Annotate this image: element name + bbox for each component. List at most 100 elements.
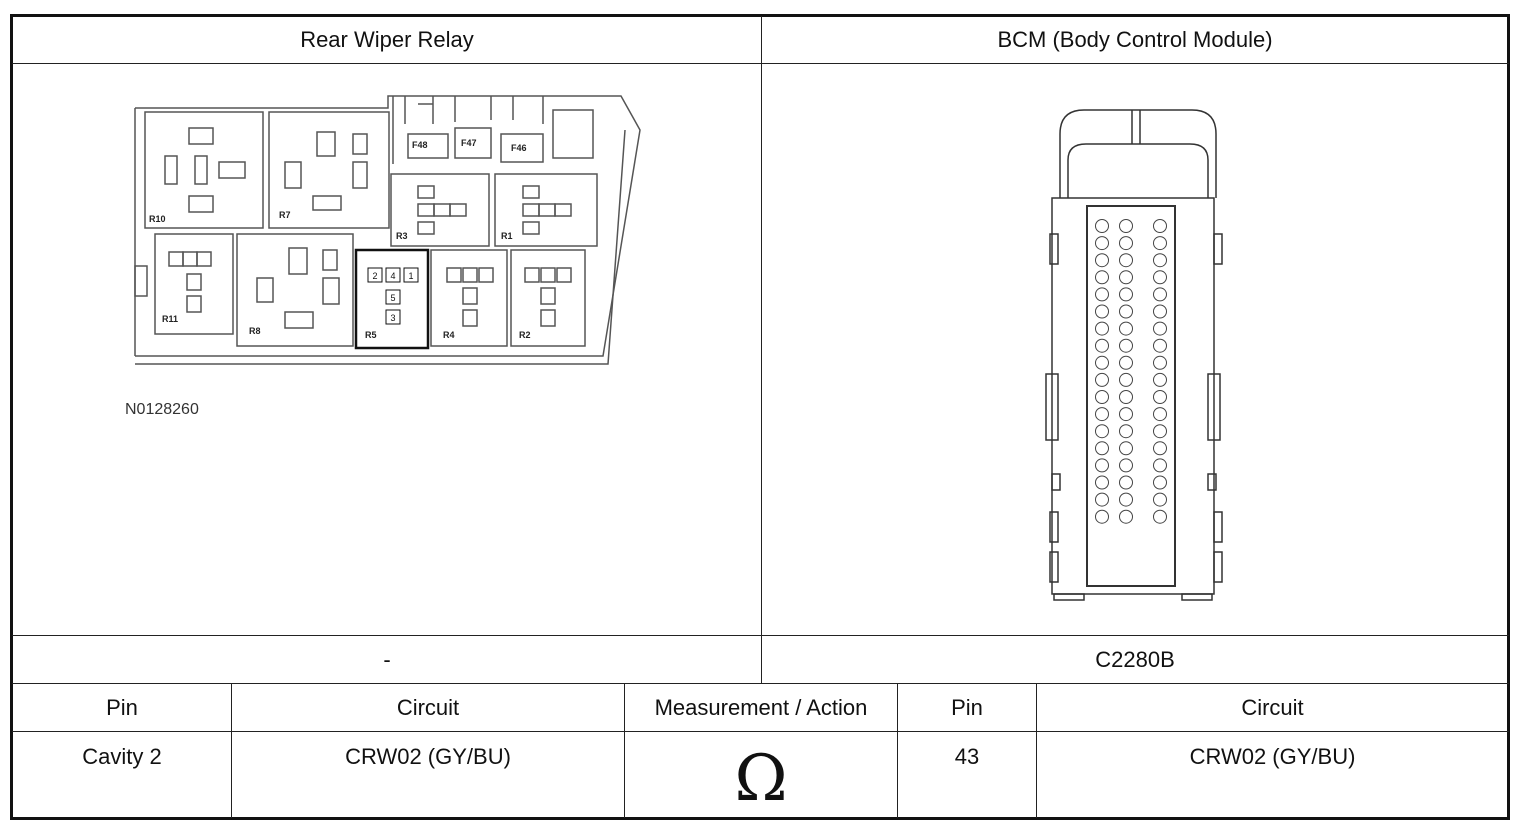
cell-circuit-a: CRW02 (GY/BU) (345, 744, 511, 769)
connector-pin (1095, 372, 1109, 387)
divider (897, 683, 898, 818)
connector-pin (1153, 321, 1167, 336)
cell-pin-b: 43 (954, 744, 980, 769)
connector-pin (1153, 390, 1167, 404)
fuse-label: F47 (461, 138, 477, 148)
connector-pin (1095, 407, 1109, 422)
cell-pin-a: Cavity 2 (82, 744, 162, 769)
connector-pin (1095, 236, 1109, 251)
right-title: BCM (Body Control Module) (997, 26, 1273, 52)
connector-pin (1119, 355, 1133, 370)
connector-pin (1153, 219, 1167, 233)
connector-pin (1095, 475, 1109, 490)
relay-label: R3 (396, 231, 408, 241)
divider (1036, 683, 1037, 818)
divider (231, 683, 232, 818)
relay-label: R10 (149, 214, 166, 224)
connector-pin (1119, 304, 1133, 319)
header-circuit-a: Circuit (396, 694, 460, 720)
connector-pin (1095, 321, 1109, 336)
connector-pin (1119, 424, 1133, 439)
connector-pin (1095, 219, 1109, 233)
connector-pin (1153, 236, 1167, 251)
bcm-connector-diagram (762, 64, 1508, 635)
connector-pin (1119, 338, 1133, 353)
divider (624, 683, 625, 818)
right-connector-id: C2280B (1095, 646, 1175, 672)
connector-pin (1119, 458, 1133, 473)
connector-pin (1119, 236, 1133, 251)
connector-pin (1119, 287, 1133, 302)
relay-label: R11 (162, 314, 178, 324)
connector-pin (1119, 475, 1133, 490)
pin-label: 2 (372, 271, 377, 281)
fuse-label: F48 (412, 140, 428, 150)
connector-pin (1095, 253, 1109, 268)
ohm-icon: Ω (734, 742, 788, 816)
connector-pin (1119, 270, 1133, 285)
divider (761, 16, 762, 684)
connector-pin (1153, 355, 1167, 370)
connector-pins (1095, 219, 1167, 524)
connector-pin (1153, 509, 1167, 524)
divider (12, 731, 1509, 732)
connector-pin (1095, 270, 1109, 285)
relay-label: R5 (365, 330, 377, 340)
divider (12, 63, 1509, 64)
connector-drawing (1045, 109, 1223, 601)
header-pin-b: Pin (951, 694, 983, 720)
connector-pin (1095, 424, 1109, 439)
connector-pin (1095, 287, 1109, 302)
connector-pin (1119, 509, 1133, 524)
connector-pin (1153, 304, 1167, 319)
pinout-table (10, 14, 1510, 820)
header-measurement: Measurement / Action (654, 694, 868, 720)
connector-pin (1095, 304, 1109, 319)
connector-pin (1119, 219, 1133, 233)
connector-pin (1153, 441, 1167, 456)
relay-label: R8 (249, 326, 261, 336)
connector-pin (1153, 475, 1167, 490)
connector-pin (1095, 509, 1109, 524)
connector-pin (1119, 407, 1133, 422)
connector-pin (1153, 372, 1167, 387)
connector-pin (1119, 372, 1133, 387)
connector-pin (1095, 441, 1109, 456)
relay-box-drawing: 2 4 1 5 3 F48 F47 F46 R10 R7 R3 R1 R11 R… (125, 95, 641, 418)
left-connector-id: - (383, 646, 391, 672)
header-pin-a: Pin (106, 694, 138, 720)
relay-label: R2 (519, 330, 531, 340)
connector-pin (1119, 253, 1133, 268)
connector-pin (1119, 492, 1133, 507)
connector-pin (1153, 458, 1167, 473)
pin-label: 1 (408, 271, 413, 281)
divider (12, 683, 1509, 684)
pin-label: 5 (390, 293, 395, 303)
connector-pin (1095, 492, 1109, 507)
relay-box-diagram: 2 4 1 5 3 F48 F47 F46 R10 R7 R3 R1 R11 R… (13, 64, 761, 635)
connector-pin (1153, 424, 1167, 439)
connector-pin (1153, 407, 1167, 422)
fuse-label: F46 (511, 143, 527, 153)
connector-pin (1153, 287, 1167, 302)
connector-pin (1095, 390, 1109, 404)
connector-pin (1153, 253, 1167, 268)
connector-pin (1153, 492, 1167, 507)
figure-id: N0128260 (125, 401, 199, 418)
cell-circuit-b: CRW02 (GY/BU) (1189, 744, 1356, 769)
connector-pin (1119, 321, 1133, 336)
connector-pin (1095, 338, 1109, 353)
connector-pin (1119, 441, 1133, 456)
left-title: Rear Wiper Relay (300, 26, 474, 52)
connector-pin (1095, 458, 1109, 473)
relay-r5-highlight (354, 248, 430, 350)
connector-pin (1153, 270, 1167, 285)
header-circuit-b: Circuit (1241, 694, 1304, 720)
connector-pin (1153, 338, 1167, 353)
connector-pin (1095, 355, 1109, 370)
relay-label: R4 (443, 330, 455, 340)
connector-pin (1119, 390, 1133, 404)
pin-label: 3 (390, 313, 395, 323)
pin-label: 4 (390, 271, 395, 281)
divider (12, 635, 1509, 636)
